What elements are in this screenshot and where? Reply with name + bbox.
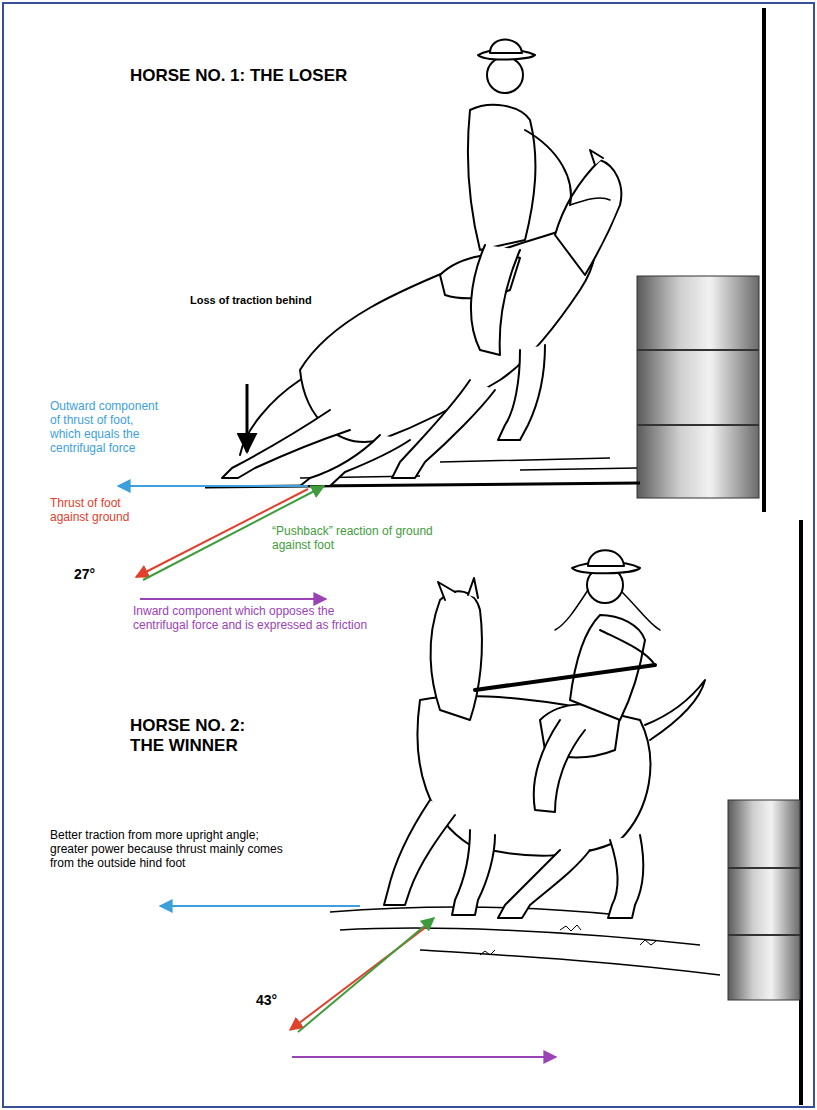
force-label: Outward component of thrust of foot, whi…	[50, 399, 165, 455]
force-arrows-loser	[118, 384, 326, 599]
explanation-note: Better traction from more upright angle;…	[50, 828, 288, 870]
reins	[475, 665, 655, 690]
force-label: “Pushback” reaction of ground against fo…	[272, 524, 452, 552]
horse-hind-leg	[608, 835, 643, 918]
pushback-arrow	[298, 918, 434, 1032]
horse-rider-loser	[222, 40, 621, 487]
barrel-rib	[728, 934, 800, 936]
barrel-body	[637, 276, 759, 498]
horse-rider-winner	[384, 550, 705, 918]
outward-component-arrow	[118, 485, 308, 487]
horse-front-leg	[392, 380, 495, 478]
angle-value: 27°	[74, 566, 114, 582]
inward-component-arrow	[292, 1056, 556, 1058]
horse-front-leg	[384, 800, 455, 905]
horse-ear	[438, 578, 478, 600]
inward-component-arrow	[140, 598, 326, 600]
barrel-rib	[728, 867, 800, 869]
hat-crown	[588, 550, 624, 566]
horse-head	[555, 160, 621, 275]
outward-component-arrow	[160, 905, 360, 907]
rider-arm	[600, 630, 655, 665]
panel-heading: HORSE NO. 1: THE LOSER	[130, 66, 370, 86]
panel-heading: HORSE NO. 2: THE WINNER	[130, 716, 280, 756]
arena-wall	[762, 8, 766, 512]
force-label: Thrust of foot against ground	[50, 496, 160, 524]
frame	[3, 3, 814, 1107]
horse-ear	[590, 150, 603, 165]
horse-front-leg	[498, 345, 545, 440]
pointer-arrow	[246, 384, 249, 452]
barrel	[637, 276, 759, 498]
rider-arm	[525, 130, 571, 205]
horse-body	[417, 696, 650, 856]
barrel	[728, 800, 800, 1000]
force-label: Inward component which opposes the centr…	[133, 604, 383, 632]
dirt-spray	[480, 925, 656, 955]
reins	[570, 198, 610, 205]
hat-crown	[490, 40, 522, 54]
callout-note: Loss of traction behind	[190, 294, 370, 307]
force-arrows-winner	[160, 906, 556, 1057]
rider-hair	[555, 590, 660, 630]
rider-torso	[468, 105, 535, 250]
ground	[330, 907, 720, 975]
barrel-rib	[637, 424, 759, 426]
rider-leg	[471, 245, 520, 355]
horse-head	[431, 591, 482, 720]
barrel-rib	[637, 349, 759, 351]
rider-leg	[534, 720, 585, 812]
horse-front-leg	[452, 830, 495, 915]
angle-value: 43°	[256, 992, 296, 1008]
horse-tail	[645, 680, 705, 740]
barrel-body	[728, 800, 800, 1000]
rider-head	[487, 57, 523, 93]
horse-hind-leg	[222, 410, 350, 478]
dirt-line	[330, 907, 720, 975]
horse-hind-leg	[498, 850, 590, 918]
